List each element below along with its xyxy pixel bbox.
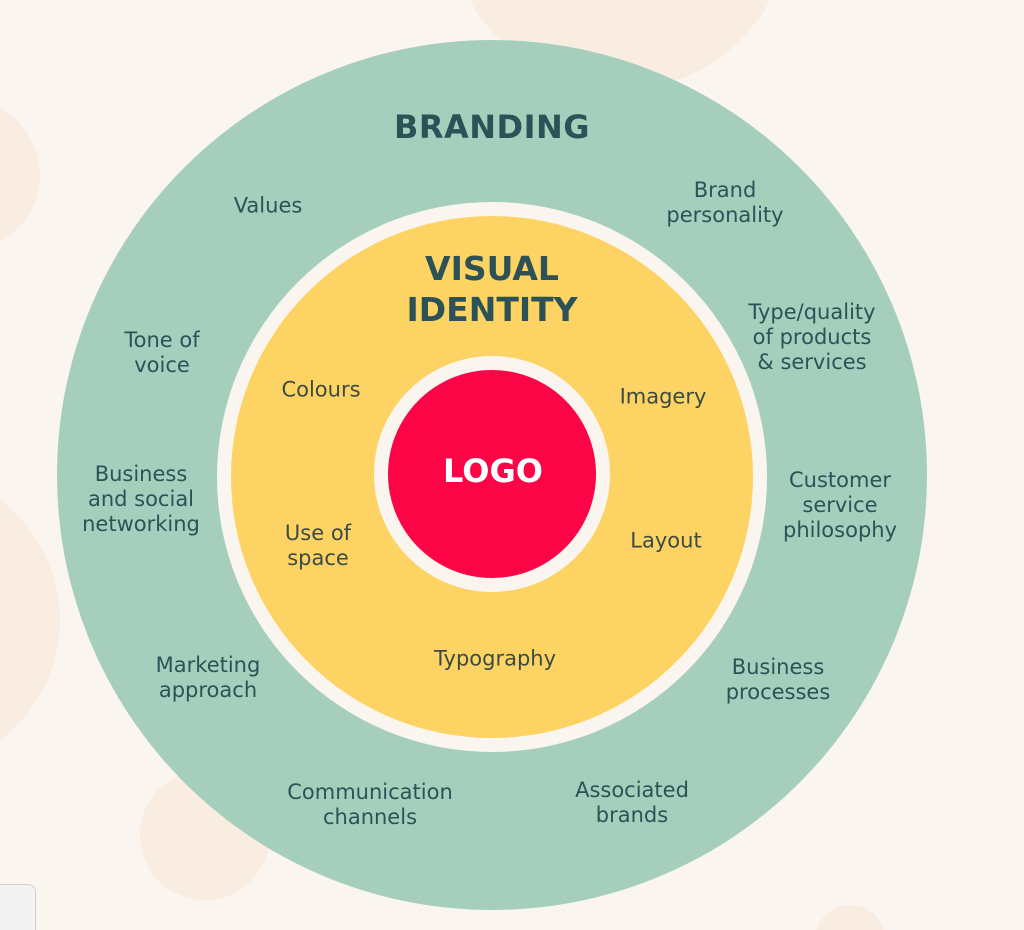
branding-item-customer-service: Customer service philosophy <box>782 467 898 542</box>
visual-item-imagery: Imagery <box>619 384 707 409</box>
logo-circle <box>388 370 596 578</box>
visual-item-layout: Layout <box>630 528 702 553</box>
branding-item-brand-personality: Brand personality <box>666 178 784 227</box>
branding-title: BRANDING <box>393 108 591 147</box>
branding-item-values: Values <box>233 193 303 218</box>
branding-item-tone-of-voice: Tone of voice <box>124 328 200 377</box>
branding-item-business-processes: Business processes <box>725 655 831 704</box>
visual-item-typography: Typography <box>433 646 557 671</box>
visual-identity-title: VISUAL IDENTITY <box>406 248 578 329</box>
logo-title: LOGO <box>443 452 543 491</box>
branding-item-networking: Business and social networking <box>82 461 200 536</box>
background-blob <box>0 470 60 770</box>
branding-item-communication-channels: Communication channels <box>287 780 453 829</box>
background-blob <box>815 905 885 930</box>
corner-tab <box>0 884 36 930</box>
visual-item-use-of-space: Use of space <box>284 521 352 570</box>
branding-item-marketing-approach: Marketing approach <box>155 653 261 702</box>
branding-item-associated-brands: Associated brands <box>575 778 689 827</box>
branding-item-products-services: Type/quality of products & services <box>748 299 876 374</box>
visual-item-colours: Colours <box>281 377 361 402</box>
background-blob <box>0 100 40 250</box>
